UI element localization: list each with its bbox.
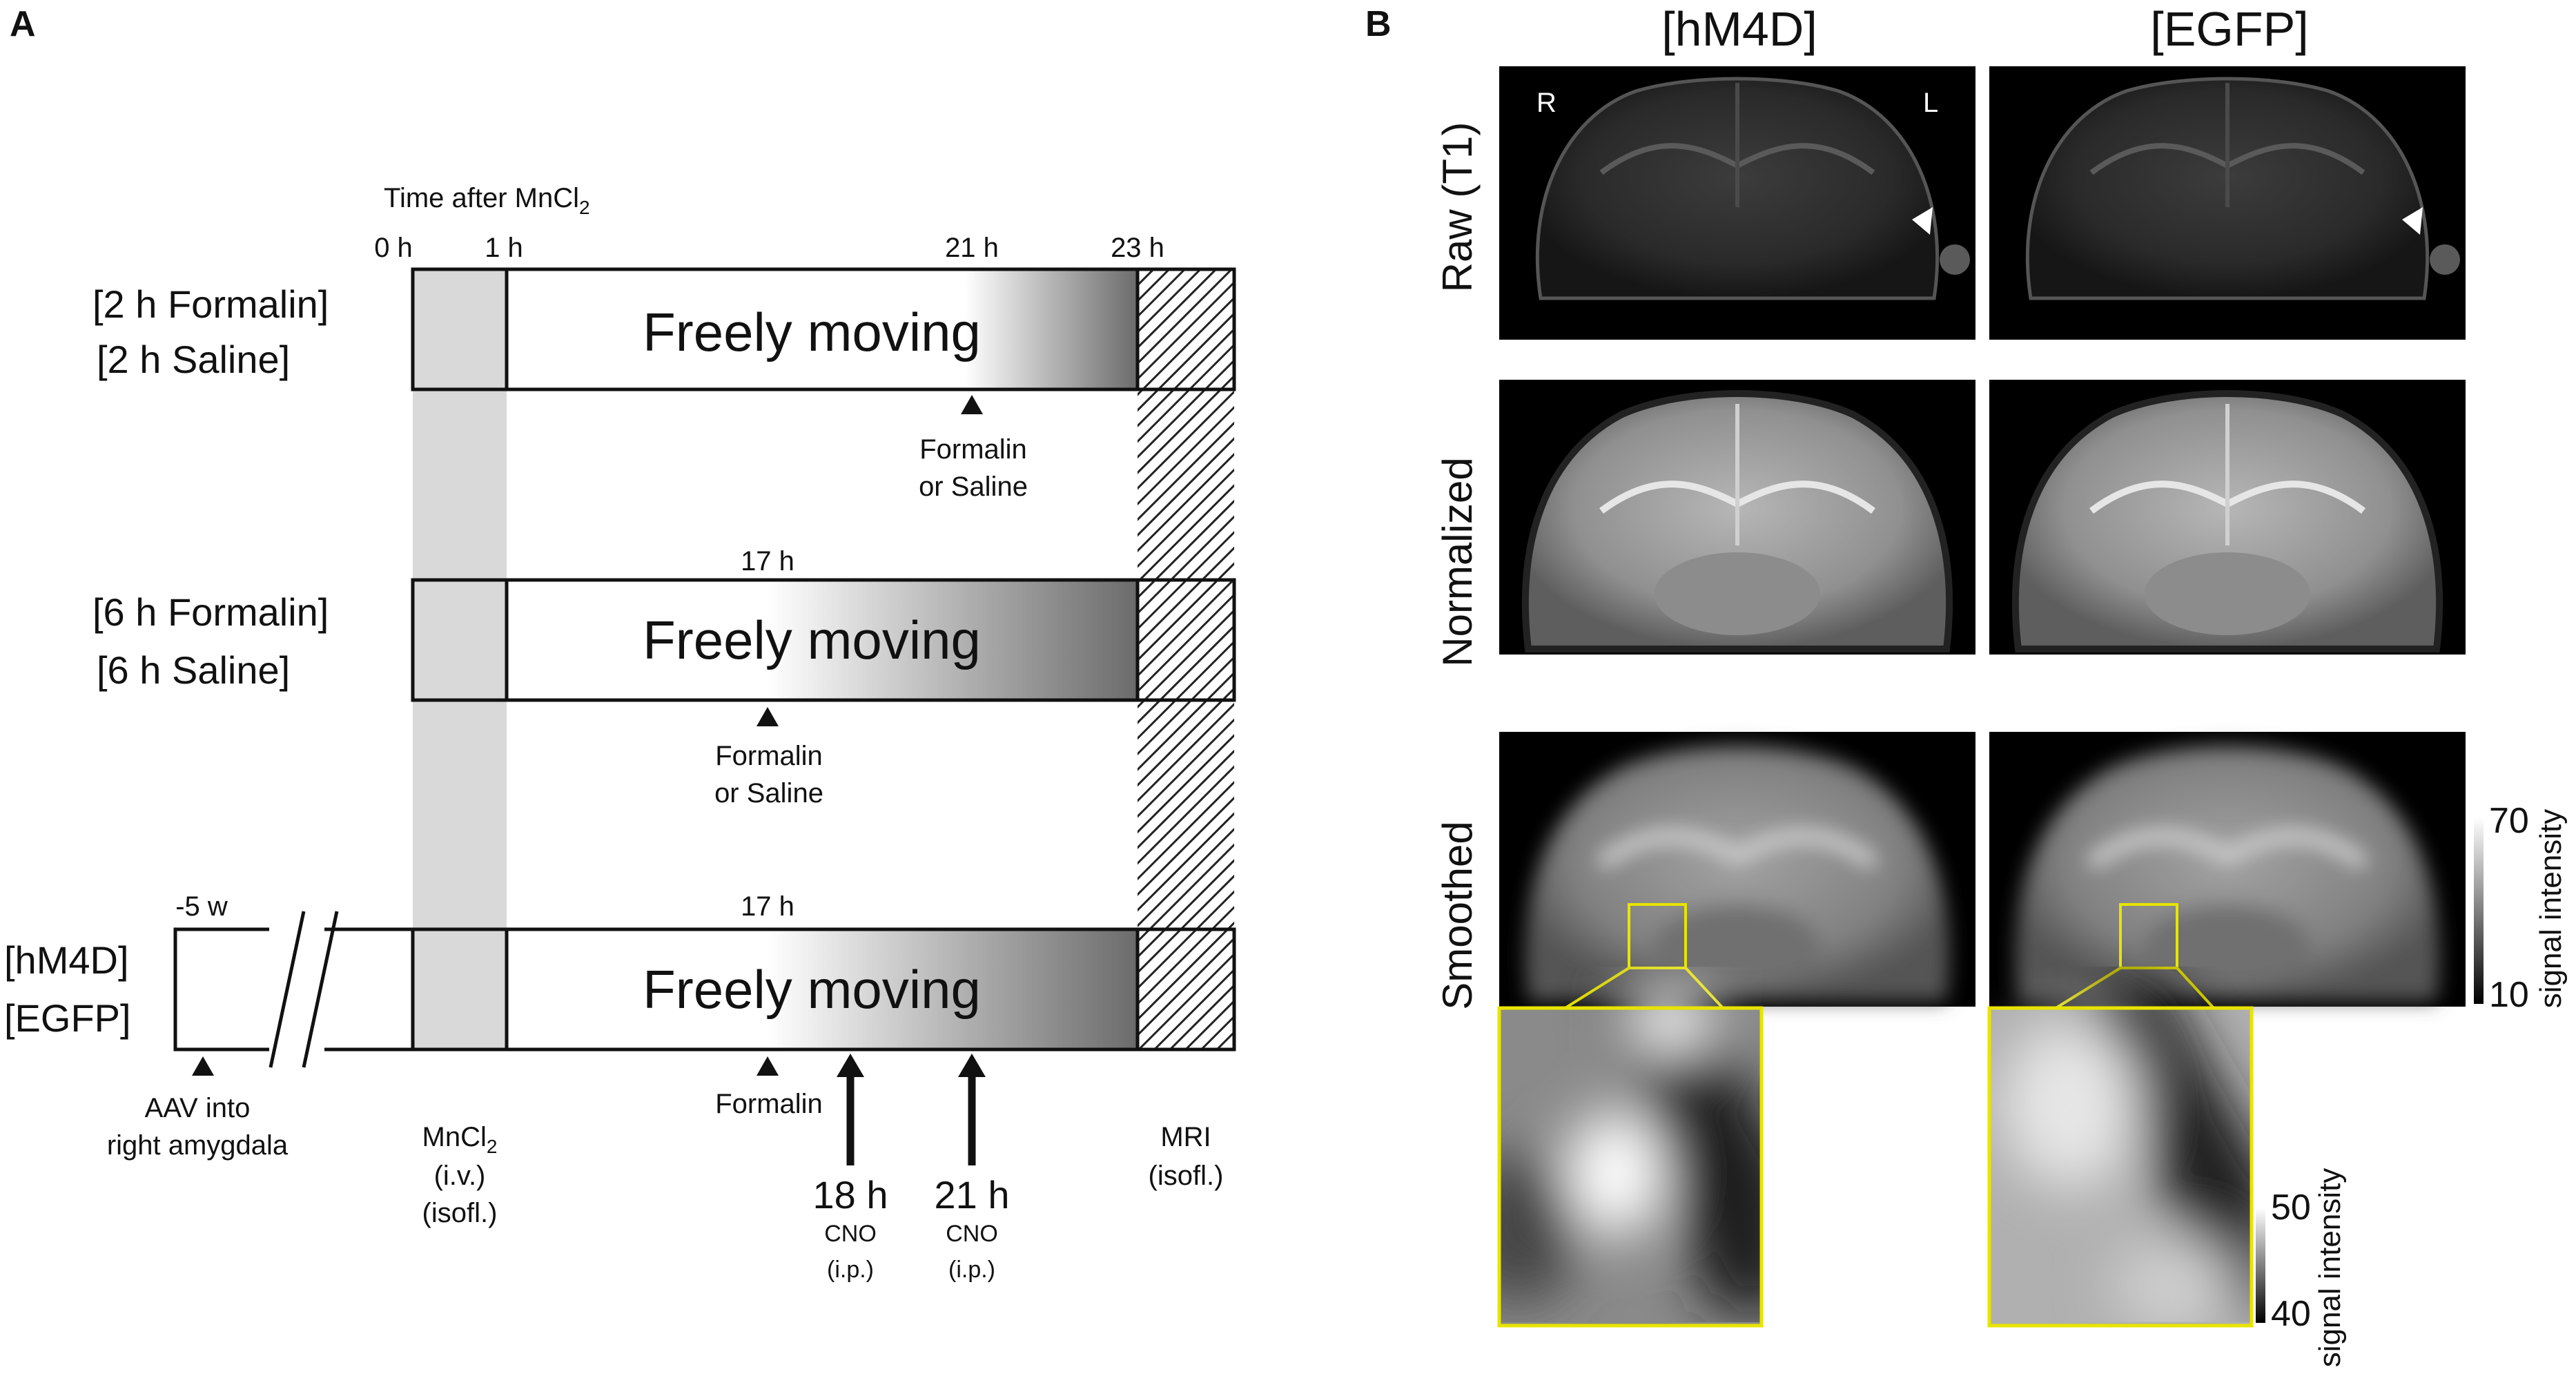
- group-6h-formalin: [6 h Formalin]: [92, 590, 329, 634]
- panel-a-label: A: [10, 4, 36, 44]
- group-egfp: [EGFP]: [4, 996, 131, 1040]
- event-cno21-time: 21 h: [935, 1173, 1010, 1217]
- event-formalin-1a: Formalin: [919, 434, 1027, 465]
- colorbar-main-label: signal intensity: [2534, 809, 2568, 1009]
- mri-raw-hm4d: [1499, 66, 1975, 340]
- tick-17h-b: 17 h: [741, 891, 794, 922]
- formalin-marker-1: [961, 395, 983, 414]
- event-formalin-2a: Formalin: [715, 741, 823, 771]
- tick-minus-5w: -5 w: [175, 891, 228, 922]
- zoom-inset-hm4d: [1497, 987, 1764, 1328]
- tick-21h: 21 h: [945, 233, 999, 263]
- bar-label-2: Freely moving: [643, 610, 981, 670]
- tick-0h: 0 h: [374, 233, 413, 263]
- event-mncl-2: (i.v.): [434, 1161, 486, 1191]
- event-formalin-2b: or Saline: [714, 778, 823, 808]
- orientation-left: L: [1923, 88, 1938, 118]
- row-normalized: Normalized: [1434, 457, 1481, 666]
- aav-marker: [192, 1056, 214, 1076]
- event-cno21-drug: CNO: [946, 1221, 998, 1247]
- row-raw: Raw (T1): [1434, 122, 1481, 293]
- formalin-marker-2: [757, 707, 779, 726]
- column-hm4d: [hM4D]: [1661, 2, 1817, 56]
- panel-b-label: B: [1365, 4, 1392, 44]
- zoom-inset-egfp: [1987, 980, 2254, 1328]
- event-mncl-1: MnCl2: [422, 1122, 498, 1157]
- bar-label-3: Freely moving: [643, 959, 981, 1020]
- timeline-bar-6h: Freely moving: [411, 578, 1236, 702]
- row-smoothed: Smoothed: [1434, 821, 1481, 1010]
- bar-label-1: Freely moving: [643, 302, 981, 362]
- colorbar-zoom-min: 40: [2271, 1294, 2311, 1334]
- mri-normalized-egfp: [1989, 380, 2466, 655]
- tick-17h-a: 17 h: [741, 546, 794, 577]
- cno-21h-arrow: [958, 1054, 986, 1165]
- colorbar-zoom-label: signal intensity: [2313, 1168, 2347, 1368]
- orientation-right: R: [1536, 88, 1557, 118]
- event-formalin-3: Formalin: [715, 1089, 823, 1119]
- mri-smoothed-hm4d: [1499, 732, 1975, 1007]
- cno-18h-arrow: [837, 1054, 864, 1165]
- tick-1h: 1 h: [485, 233, 523, 263]
- colorbar-main-min: 10: [2489, 975, 2529, 1015]
- event-cno21-route: (i.p.): [948, 1257, 995, 1283]
- event-formalin-1b: or Saline: [919, 472, 1028, 502]
- timeline-bar-dreadd: Freely moving: [173, 911, 1236, 1068]
- event-cno18-time: 18 h: [813, 1173, 888, 1217]
- group-hm4d: [hM4D]: [4, 938, 129, 982]
- column-egfp: [EGFP]: [2150, 2, 2308, 56]
- group-6h-saline: [6 h Saline]: [97, 648, 290, 692]
- group-2h-formalin: [2 h Formalin]: [92, 282, 329, 326]
- event-aav-2: right amygdala: [107, 1130, 289, 1161]
- colorbar-zoom-max: 50: [2271, 1188, 2311, 1228]
- colorbar-main-max: 70: [2489, 801, 2529, 841]
- group-2h-saline: [2 h Saline]: [97, 338, 290, 381]
- mri-smoothed-egfp: [1989, 732, 2466, 1007]
- event-cno18-drug: CNO: [824, 1221, 877, 1247]
- colorbar-main: [2474, 817, 2484, 1004]
- colorbar-zoom: [2256, 1208, 2265, 1323]
- event-mncl-3: (isofl.): [422, 1198, 498, 1228]
- mri-raw-egfp: [1989, 66, 2466, 340]
- event-cno18-route: (i.p.): [827, 1257, 874, 1283]
- formalin-marker-3: [757, 1056, 779, 1076]
- event-mri-1: MRI: [1160, 1122, 1211, 1152]
- time-header: Time after MnCl2: [384, 183, 590, 218]
- event-mri-2: (isofl.): [1149, 1161, 1224, 1191]
- tick-23h: 23 h: [1111, 233, 1164, 263]
- event-aav-1: AAV into: [145, 1093, 251, 1123]
- mri-normalized-hm4d: [1499, 380, 1975, 655]
- timeline-bar-2h: Freely moving: [411, 267, 1236, 391]
